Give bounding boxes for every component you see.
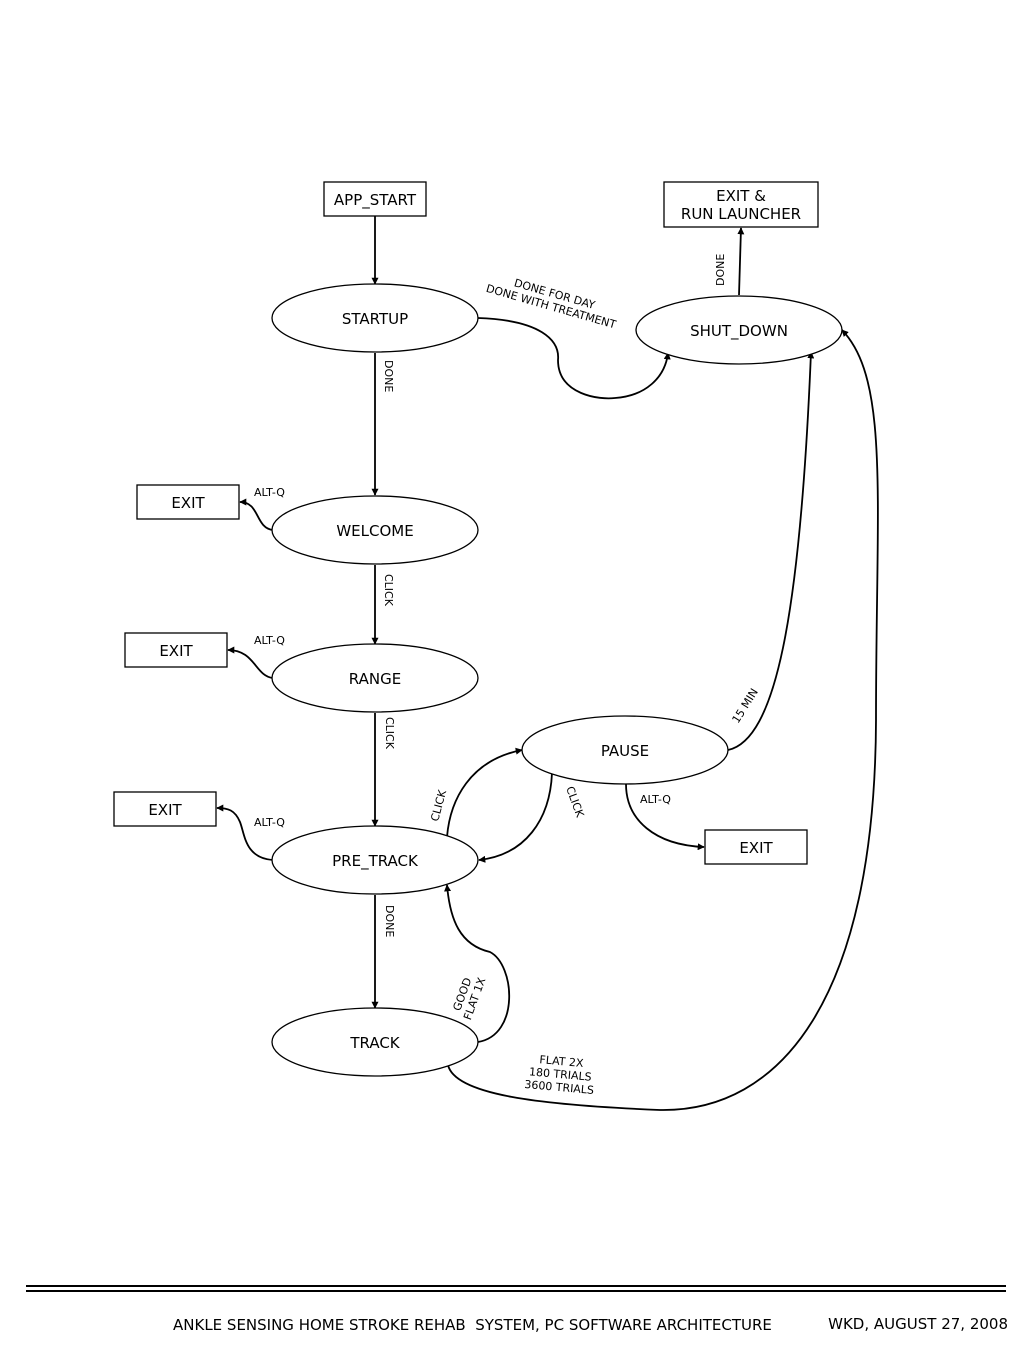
node-range-label: RANGE [349,670,401,688]
node-welcome: WELCOME [271,495,479,565]
edge-track-shutdown [447,329,879,1111]
node-shut-down-label: SHUT_DOWN [690,322,788,341]
edge-label-track-shutdown-line2: 180 TRIALS [528,1065,592,1083]
node-range: RANGE [271,643,479,713]
node-app-start-label: APP_START [334,191,417,210]
edge-range-exit [227,646,274,679]
node-exit-range: EXIT [124,632,228,668]
edge-label-startup-welcome: DONE [382,360,395,392]
edge-label-pause-pretrack: CLICK [563,785,586,820]
edge-label-range-pretrack: CLICK [383,717,396,750]
node-app-start: APP_START [323,181,427,217]
edge-label-welcome-range: CLICK [382,574,395,607]
edge-label-track-shutdown-line3: 3600 TRIALS [524,1078,595,1097]
node-exit-pause: EXIT [704,829,808,865]
node-track-label: TRACK [349,1034,400,1052]
node-exit-pretrack: EXIT [113,791,217,827]
node-pause-label: PAUSE [601,742,649,760]
edge-label-track-shutdown: FLAT 2X 180 TRIALS 3600 TRIALS [524,1053,595,1097]
edge-label-track-shutdown-line1: FLAT 2X [539,1053,585,1070]
node-exit-welcome: EXIT [136,484,240,520]
edge-label-track-pretrack: GOOD FLAT 1X [451,975,489,1021]
edge-label-startup-shutdown: DONE FOR DAY DONE WITH TREATMENT [485,276,618,331]
edge-welcome-exit [239,498,274,531]
node-shut-down: SHUT_DOWN [635,295,843,365]
node-exit-run-launcher-line1: EXIT & [716,187,766,205]
footer-title: ANKLE SENSING HOME STROKE REHAB SYSTEM, … [173,1316,772,1334]
node-exit-run-launcher: EXIT & RUN LAUNCHER [663,181,819,228]
edge-label-pause-exit: ALT-Q [640,793,671,806]
edge-pretrack-exit [216,804,274,861]
edge-pause-exit [625,783,705,851]
node-pre-track-label: PRE_TRACK [332,852,419,871]
edge-pretrack-pause [446,747,523,838]
edge-label-pause-shutdown: 15 MIN [730,686,761,726]
node-exit-run-launcher-line2: RUN LAUNCHER [681,205,801,223]
footer-author-date: WKD, AUGUST 27, 2008 [828,1315,1008,1333]
edge-label-pretrack-pause: CLICK [428,788,449,823]
node-welcome-label: WELCOME [336,522,413,540]
edge-shutdown-launcher [737,227,745,296]
edge-startup-shutdown [477,317,671,400]
edge-label-pretrack-exit: ALT-Q [254,816,285,829]
node-track: TRACK [271,1007,479,1077]
node-startup: STARTUP [271,283,479,353]
edge-label-shutdown-launcher: DONE [714,254,727,286]
edge-pause-shutdown [727,351,815,751]
edge-pause-pretrack [478,772,553,863]
edge-label-pretrack-track: DONE [383,905,396,937]
node-startup-label: STARTUP [342,310,408,328]
edge-label-range-exit: ALT-Q [254,634,285,647]
node-exit-pretrack-label: EXIT [148,801,182,819]
node-exit-pause-label: EXIT [739,839,773,857]
node-pause: PAUSE [521,715,729,785]
edge-label-welcome-exit: ALT-Q [254,486,285,499]
node-exit-range-label: EXIT [159,642,193,660]
node-exit-welcome-label: EXIT [171,494,205,512]
edge-track-pretrack [444,884,511,1043]
node-pre-track: PRE_TRACK [271,825,479,895]
